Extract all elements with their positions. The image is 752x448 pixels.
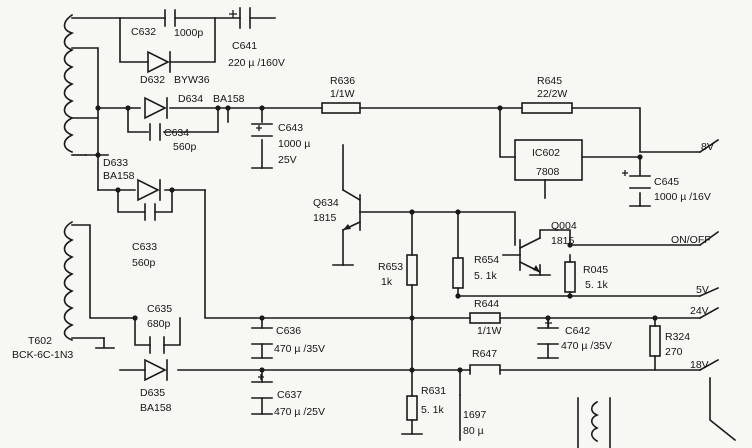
output-8v-label: 8V [701,141,714,153]
diode-d634: D634 BA158 [144,93,245,120]
d633-value: BA158 [103,170,135,182]
r045-value: 5. 1k [585,279,609,291]
capacitor-c637: C637 470 µ /25V [251,374,325,418]
diode-d635: D635 BA158 [140,358,172,414]
t602-ref: T602 [28,335,52,347]
junction-dots [95,105,658,373]
output-5v-label: 5V [696,284,709,296]
resistor-r631: R631 5. 1k [406,385,446,421]
c643-ref: C643 [278,122,303,134]
output-24v-label: 24V [690,305,709,317]
r631-value: 5. 1k [421,404,445,416]
c633-value: 560p [132,257,156,269]
r647-ref: R647 [472,348,497,360]
c632-value: 1000p [174,27,203,39]
r645-ref: R645 [537,75,562,87]
capacitor-c643: C643 1000 µ 25V [251,122,310,166]
c642-ref: C642 [565,325,590,337]
resistor-r654: R654 5. 1k [452,254,499,289]
d634-value: BA158 [213,93,245,105]
r644-value: 1/1W [477,325,502,337]
d633-ref: D633 [103,157,128,169]
c637-ref: C637 [277,389,302,401]
c645-value: 1000 µ /16V [654,191,711,203]
ic602-value: 7808 [536,166,560,178]
output-on-off-label: ON/OFF [671,234,711,246]
ic-ic602: IC602 7808 [514,139,583,181]
c633-ref: C633 [132,241,157,253]
c634-ref: C634 [164,127,189,139]
resistor-r645: R645 22/2W [521,75,573,114]
capacitor-c642: C642 470 µ /35V [537,319,612,352]
ic602-ref: IC602 [532,147,560,159]
wires [71,17,737,448]
capacitor-c632: C632 1000p [131,9,203,39]
c641-value: 220 µ /160V [228,57,285,69]
ground-symbols [85,154,651,435]
d635-ref: D635 [140,387,165,399]
resistor-r647: R647 [469,348,501,375]
output-labels: 8V ON/OFF 5V 24V 18V [671,141,714,371]
diode-d633: D633 BA158 [103,157,161,202]
transistor-q004: Q004 1815 [518,220,577,274]
c637-value: 470 µ /25V [274,406,325,418]
capacitor-c633: C633 560p [132,203,157,269]
r636-ref: R636 [330,75,355,87]
c636-ref: C636 [276,325,301,337]
c636-value: 470 µ /35V [274,343,325,355]
r631-ref: R631 [421,385,446,397]
c645-ref: C645 [654,176,679,188]
r644-ref: R644 [474,298,499,310]
r654-ref: R654 [474,254,499,266]
l697-value: 80 µ [463,425,484,437]
resistor-r324: R324 270 [649,325,690,358]
t602-value: BCK-6C-1N3 [12,349,73,361]
transformer-t602: T602 BCK-6C-1N3 [12,13,75,361]
resistor-r644: R644 1/1W [469,298,502,337]
d632-ref: D632 [140,74,165,86]
r645-value: 22/2W [537,88,567,100]
c635-value: 680p [147,318,171,330]
r653-value: 1k [381,276,393,288]
r324-ref: R324 [665,331,690,343]
inductor-l697: 1697 80 µ [459,394,487,441]
d634-ref: D634 [178,93,203,105]
d632-value: BYW36 [174,74,210,86]
diode-d632: D632 BYW36 [140,50,210,86]
r653-ref: R653 [378,261,403,273]
c632-ref: C632 [131,26,156,38]
capacitor-c636: C636 470 µ /35V [251,325,325,355]
c634-value: 560p [173,141,197,153]
c635-ref: C635 [147,303,172,315]
c641-ref: C641 [232,40,257,52]
r636-value: 1/1W [330,88,355,100]
r324-value: 270 [665,346,683,358]
q004-ref: Q004 [551,220,577,232]
output-18v-label: 18V [690,359,709,371]
capacitor-c634: C634 560p [149,123,197,153]
capacitor-c641: C641 220 µ /160V [228,7,285,69]
q004-value: 1815 [551,235,575,247]
l697-ref: 1697 [463,409,487,421]
capacitor-c645: C645 1000 µ /16V [622,170,711,203]
inductor-partial [590,400,600,443]
c643-value: 1000 µ [278,138,310,150]
capacitor-c635: C635 680p [147,303,172,354]
r045-ref: R045 [583,264,608,276]
resistor-r653: R653 1k [378,254,418,288]
d635-value: BA158 [140,402,172,414]
resistor-r636: R636 1/1W [321,75,361,114]
resistor-r045: R045 5. 1k [564,261,609,293]
q634-value: 1815 [313,212,337,224]
q634-ref: Q634 [313,197,339,209]
r654-value: 5. 1k [474,270,498,282]
transistor-q634: Q634 1815 [313,188,362,232]
c642-value: 470 µ /35V [561,340,612,352]
c643-voltage: 25V [278,154,297,166]
